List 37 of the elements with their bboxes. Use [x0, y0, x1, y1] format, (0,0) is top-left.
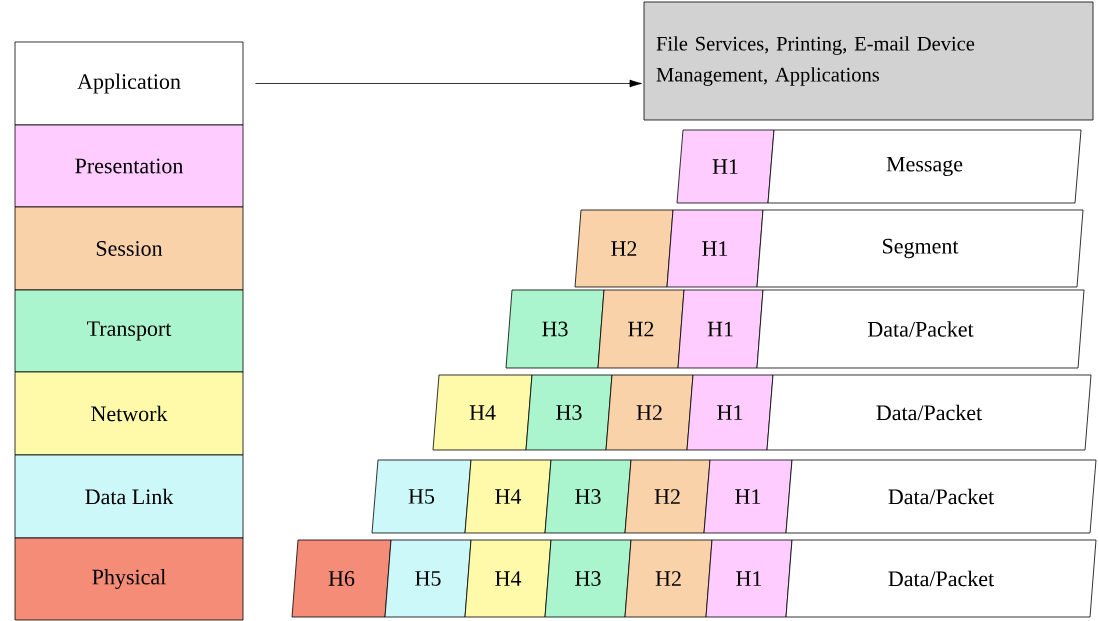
header-cell: H2: [624, 459, 711, 534]
header-cell: H1: [676, 129, 775, 204]
header-cell: H4: [464, 539, 552, 618]
node-label: Data/Packet: [876, 404, 983, 421]
header-cell: H5: [371, 459, 472, 534]
data-cell: Data/Packet: [785, 459, 1097, 534]
layer-box: Session: [14, 206, 244, 291]
layer-box: Application: [14, 41, 244, 126]
header-cell: H1: [703, 459, 793, 534]
header-cell: H3: [544, 459, 632, 534]
header-cell: H1: [705, 539, 793, 618]
layer-box: Network: [14, 371, 244, 456]
header-cell: H3: [544, 539, 632, 618]
header-cell: H1: [677, 289, 764, 369]
data-cell: Data/Packet: [756, 289, 1085, 369]
header-cell: H6: [291, 539, 392, 618]
data-cell: Data/Packet: [766, 374, 1092, 451]
data-cell: Data/Packet: [785, 539, 1097, 618]
data-cell: Segment: [756, 209, 1084, 288]
header-cell: H4: [464, 459, 552, 534]
header-cell: H3: [525, 374, 613, 451]
header-cell: H2: [597, 289, 685, 369]
header-cell: H5: [384, 539, 472, 618]
header-cell: H2: [624, 539, 713, 618]
header-cell: H3: [505, 289, 605, 369]
layer-box: Transport: [14, 289, 244, 373]
header-cell: H2: [605, 374, 694, 451]
layer-box: Physical: [14, 537, 244, 621]
layer-box: Presentation: [14, 124, 244, 208]
layer-box: Data Link: [14, 454, 244, 539]
header-cell: H4: [432, 374, 533, 451]
header-cell: H1: [686, 374, 774, 451]
header-cell: H1: [666, 209, 764, 288]
header-cell: H2: [574, 209, 674, 288]
data-cell: Message: [767, 129, 1082, 204]
description-box: File Services, Printing, E-mail Device Management, Applications: [643, 1, 1094, 121]
arrow: [255, 79, 642, 88]
